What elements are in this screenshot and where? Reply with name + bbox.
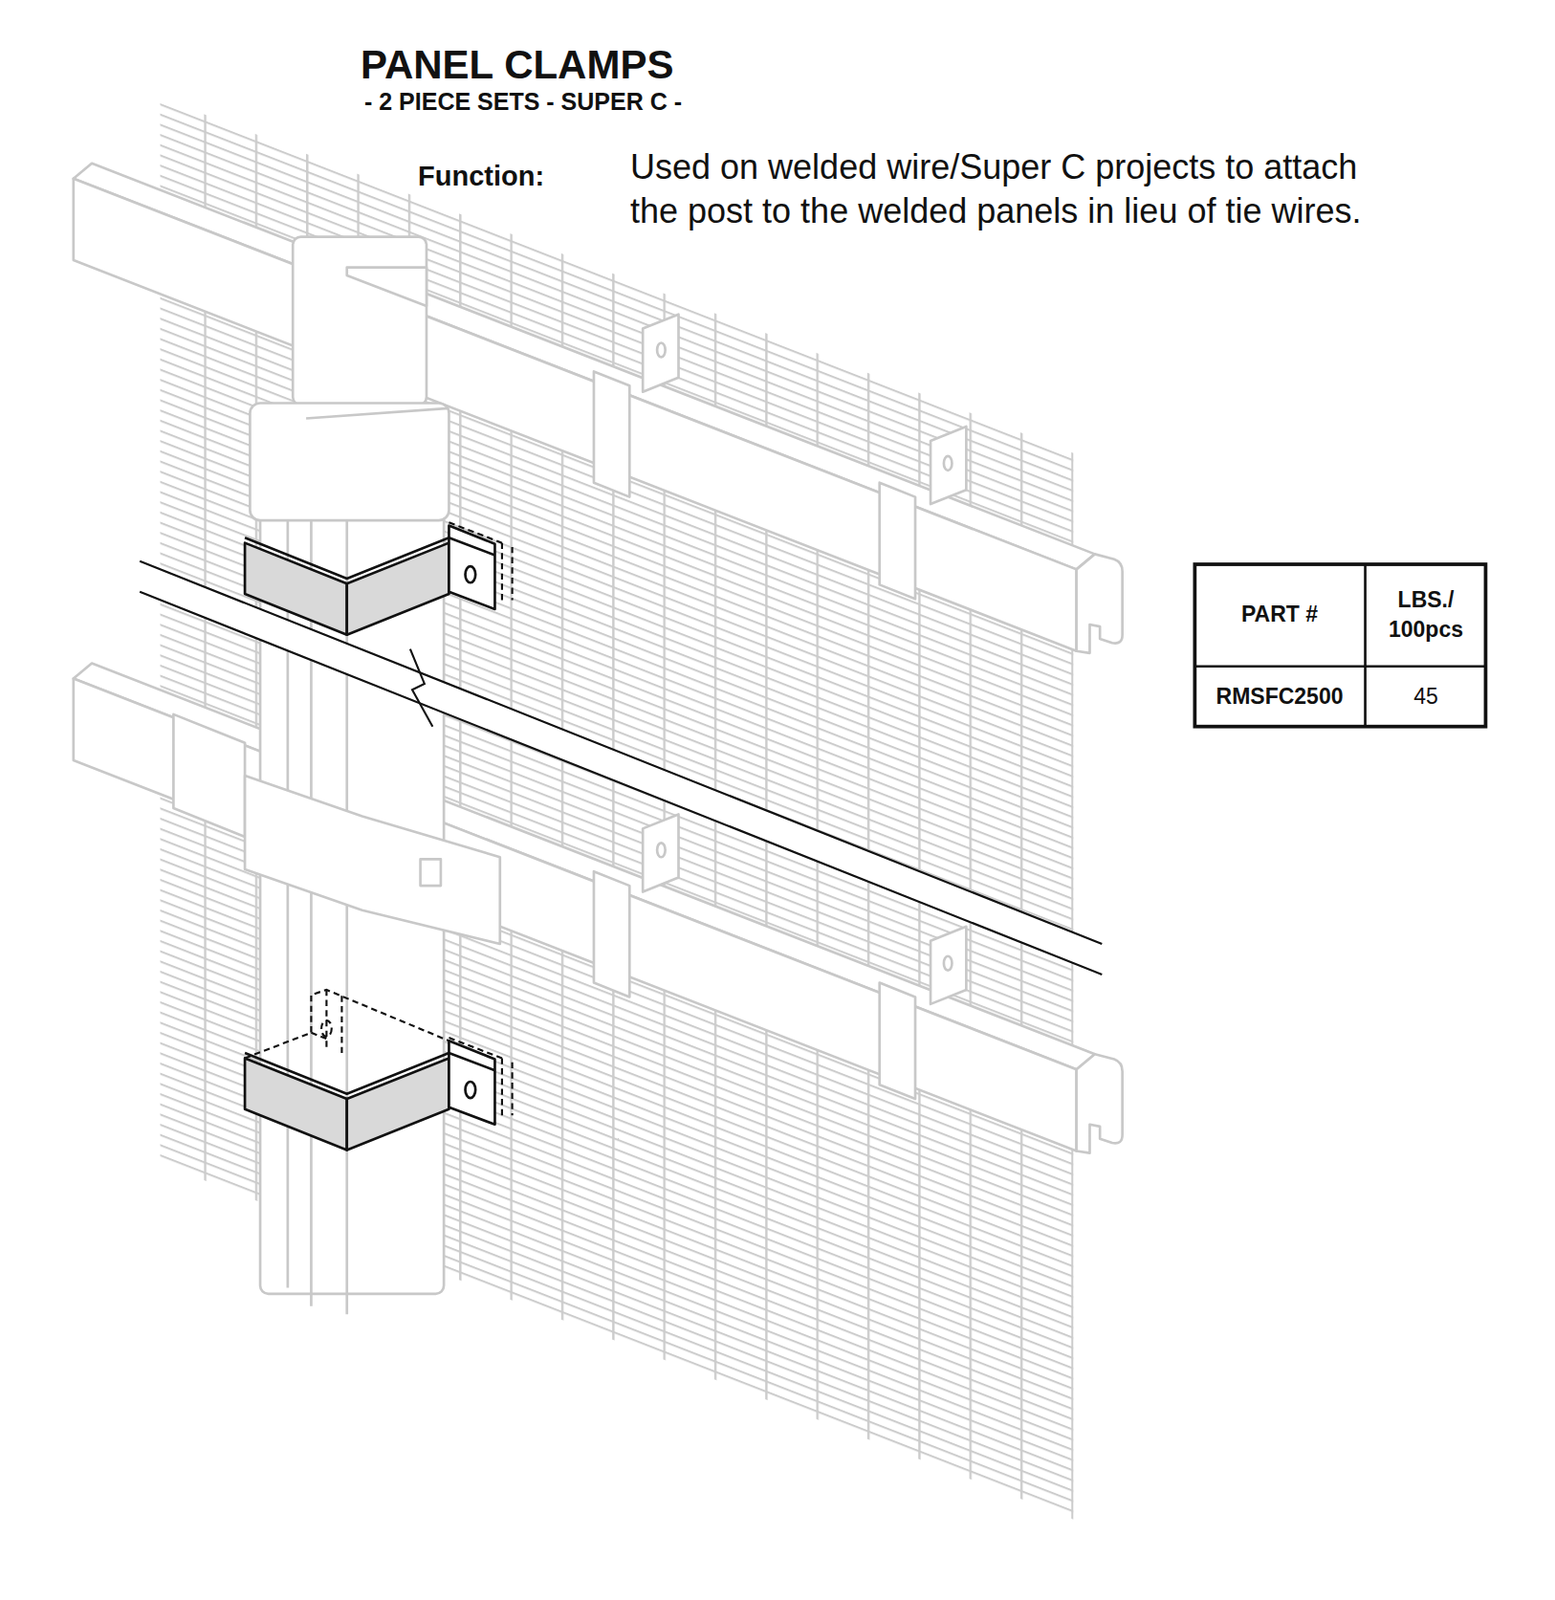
clamp-edge xyxy=(244,1052,495,1095)
table-border xyxy=(1194,564,1486,727)
hidden-edge xyxy=(501,1057,504,1119)
table-cell: RMSFC2500 xyxy=(1216,681,1344,712)
clamp-face xyxy=(347,1057,450,1150)
rail-sleeve xyxy=(173,714,245,837)
clamp-face xyxy=(347,543,450,636)
function-text: Used on welded wire/Super C projects to … xyxy=(630,145,1396,234)
clamp-tab xyxy=(448,1040,495,1124)
rail-sleeve-face xyxy=(347,267,427,307)
post-cap xyxy=(249,402,449,521)
clamp-bolt-hole xyxy=(465,1081,477,1098)
rail-sleeve xyxy=(292,237,427,406)
hidden-edge xyxy=(244,989,449,1058)
hidden-edge xyxy=(501,543,504,605)
spec-table xyxy=(1194,564,1486,727)
function-heading: Function: xyxy=(417,160,545,193)
break-line xyxy=(139,591,1102,975)
table-rule xyxy=(1194,664,1486,668)
bracket-hole xyxy=(943,956,953,971)
hidden-bolt-hole xyxy=(321,1020,332,1037)
break-gap xyxy=(139,561,1102,975)
clamp-face xyxy=(244,1057,348,1150)
hidden-edge xyxy=(448,522,502,543)
sheet-title: PANEL CLAMPS xyxy=(360,42,674,88)
bracket-hole xyxy=(657,842,666,857)
rail-bracket-band xyxy=(879,982,916,1099)
table-header-cell: PART # xyxy=(1241,599,1318,630)
c-channel-end xyxy=(1076,553,1123,653)
table-cell: 45 xyxy=(1413,681,1439,712)
clamp-bolt-hole xyxy=(465,566,477,583)
table-rule xyxy=(1363,564,1367,727)
table-cell-box: RMSFC2500 xyxy=(1195,668,1364,726)
bracket-hole xyxy=(657,343,666,358)
break-zigzag xyxy=(410,649,433,727)
post-cap-edge xyxy=(306,408,449,419)
fence-post xyxy=(244,237,501,1315)
table-header-cell: LBS./ 100pcs xyxy=(1381,585,1470,645)
break-line xyxy=(139,561,1102,944)
hidden-edge xyxy=(511,547,514,600)
rail-bracket-band xyxy=(593,871,630,997)
upper-rail xyxy=(73,163,1123,654)
table-cell-box: LBS./ 100pcs xyxy=(1367,565,1485,665)
rail-bracket-plate xyxy=(930,426,966,504)
rail-bracket-band xyxy=(593,371,630,497)
rail-bracket-plate xyxy=(930,926,966,1005)
hidden-edge xyxy=(310,989,342,1056)
hidden-clamp-half xyxy=(448,522,512,604)
c-channel-end xyxy=(1076,1053,1123,1153)
rail-bracket-plate xyxy=(642,813,679,892)
subtitle: - 2 PIECE SETS - SUPER C - xyxy=(364,87,682,116)
saddle-hole xyxy=(420,858,441,886)
rail-bracket-band xyxy=(879,482,916,600)
rail-front-face xyxy=(73,178,1077,652)
table-cell-box: PART # xyxy=(1195,565,1364,665)
rail-bracket-plate xyxy=(642,314,679,393)
table-cell-box: 45 xyxy=(1367,668,1485,726)
clamp-edge xyxy=(244,537,495,579)
rail-top-face xyxy=(73,663,1096,1071)
hidden-edge xyxy=(511,1062,514,1116)
panel-clamp xyxy=(244,1040,495,1150)
post-saddle-bracket xyxy=(244,775,501,944)
bracket-hole xyxy=(943,456,953,471)
welded-mesh-panel xyxy=(160,96,1074,1519)
